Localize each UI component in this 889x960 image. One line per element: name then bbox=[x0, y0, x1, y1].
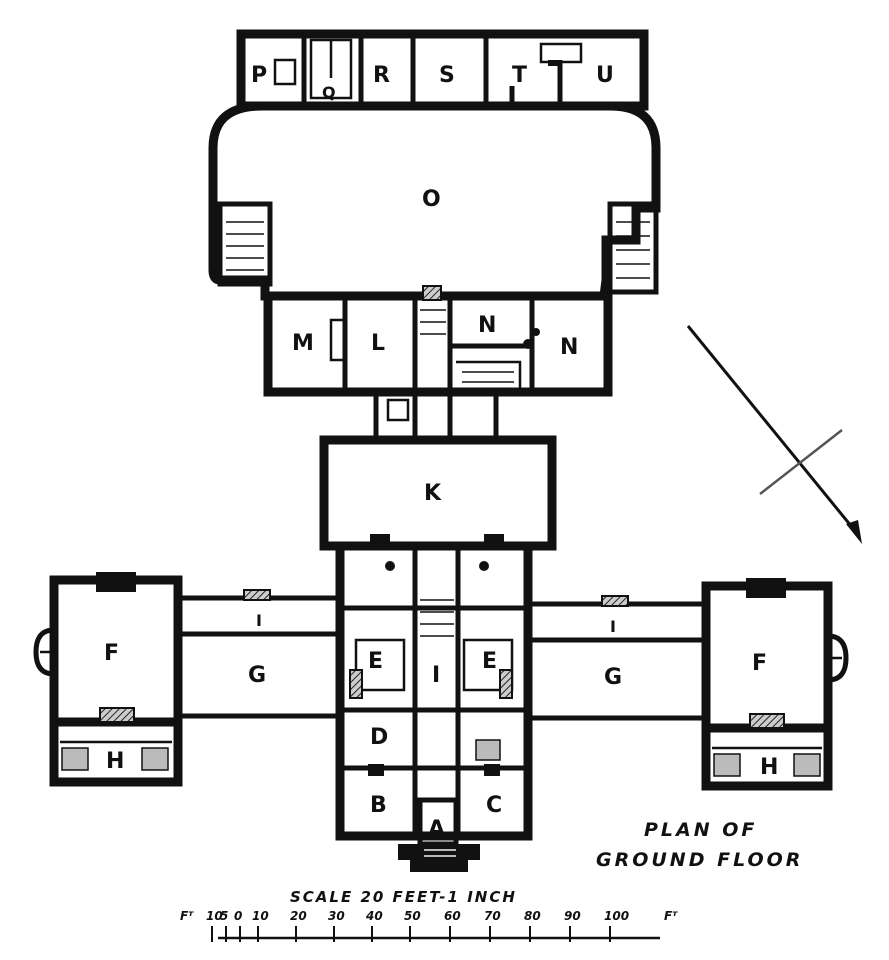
room-label-n-right: N bbox=[560, 335, 578, 360]
room-label-i-right-corridor: I bbox=[610, 617, 616, 636]
room-label-i-center: I bbox=[432, 663, 440, 688]
room-label-t: T bbox=[512, 63, 527, 88]
scale-tick-label: 5 bbox=[220, 909, 228, 923]
room-label-g-left: G bbox=[248, 663, 266, 688]
left-pavilion bbox=[33, 572, 183, 787]
room-label-r: R bbox=[373, 63, 390, 88]
scale-tick-label: 60 bbox=[444, 909, 461, 923]
room-label-e-right: E bbox=[482, 649, 497, 674]
room-label-f-right: F bbox=[752, 651, 767, 676]
scale-tick-label: 40 bbox=[365, 909, 383, 923]
scale-tick-label: 10 bbox=[252, 909, 269, 923]
room-label-o: O bbox=[422, 187, 441, 212]
scale-title: SCALE 20 FEET-1 INCH bbox=[290, 888, 517, 906]
scale-tick-label: 100 bbox=[604, 909, 629, 923]
plan-title: PLAN OF GROUND FLOOR bbox=[596, 819, 803, 871]
room-label-q: Q bbox=[322, 83, 336, 102]
entrance-a bbox=[398, 797, 480, 872]
room-labels: P Q R S T U O M L N N K F F G G I I E I … bbox=[104, 63, 778, 842]
room-label-d: D bbox=[370, 725, 388, 750]
room-label-h-left: H bbox=[106, 749, 124, 774]
scale-tick-label: 30 bbox=[328, 909, 345, 923]
room-label-s: S bbox=[439, 63, 455, 88]
room-label-c: C bbox=[486, 793, 502, 818]
room-label-m: M bbox=[292, 331, 314, 356]
room-label-b: B bbox=[370, 793, 387, 818]
great-hall-o bbox=[208, 101, 661, 301]
room-label-p: P bbox=[251, 63, 267, 88]
room-label-k: K bbox=[424, 481, 442, 506]
room-label-h-right: H bbox=[760, 755, 778, 780]
room-label-i-left-corridor: I bbox=[256, 611, 262, 630]
room-label-u: U bbox=[596, 63, 614, 88]
right-corridor bbox=[525, 595, 709, 721]
left-corridor bbox=[175, 589, 343, 719]
north-arrow-icon bbox=[686, 325, 862, 544]
scale-tick-label: 50 bbox=[404, 909, 421, 923]
scale-tick-label: 90 bbox=[564, 909, 581, 923]
scale-tick-label: 10 bbox=[206, 909, 223, 923]
room-label-f-left: F bbox=[104, 641, 119, 666]
right-pavilion bbox=[701, 578, 849, 791]
room-label-e-left: E bbox=[368, 649, 383, 674]
scale-tick-label: 20 bbox=[290, 909, 307, 923]
scale-tick-label: 0 bbox=[234, 909, 242, 923]
room-label-g-right: G bbox=[604, 665, 622, 690]
plan-title-line-2: GROUND FLOOR bbox=[596, 849, 803, 871]
plan-title-line-1: PLAN OF bbox=[644, 819, 757, 841]
connector-passage bbox=[373, 389, 499, 443]
scale-tick-label: 70 bbox=[484, 909, 501, 923]
middle-wing-mln bbox=[263, 285, 613, 397]
scale-suffix: Fᵀ bbox=[664, 909, 678, 923]
scale-tick-label: 80 bbox=[524, 909, 541, 923]
room-label-a: A bbox=[428, 817, 445, 842]
room-label-n-upper: N bbox=[478, 313, 496, 338]
room-label-l: L bbox=[371, 331, 385, 356]
scale-prefix: Fᵀ bbox=[180, 909, 194, 923]
